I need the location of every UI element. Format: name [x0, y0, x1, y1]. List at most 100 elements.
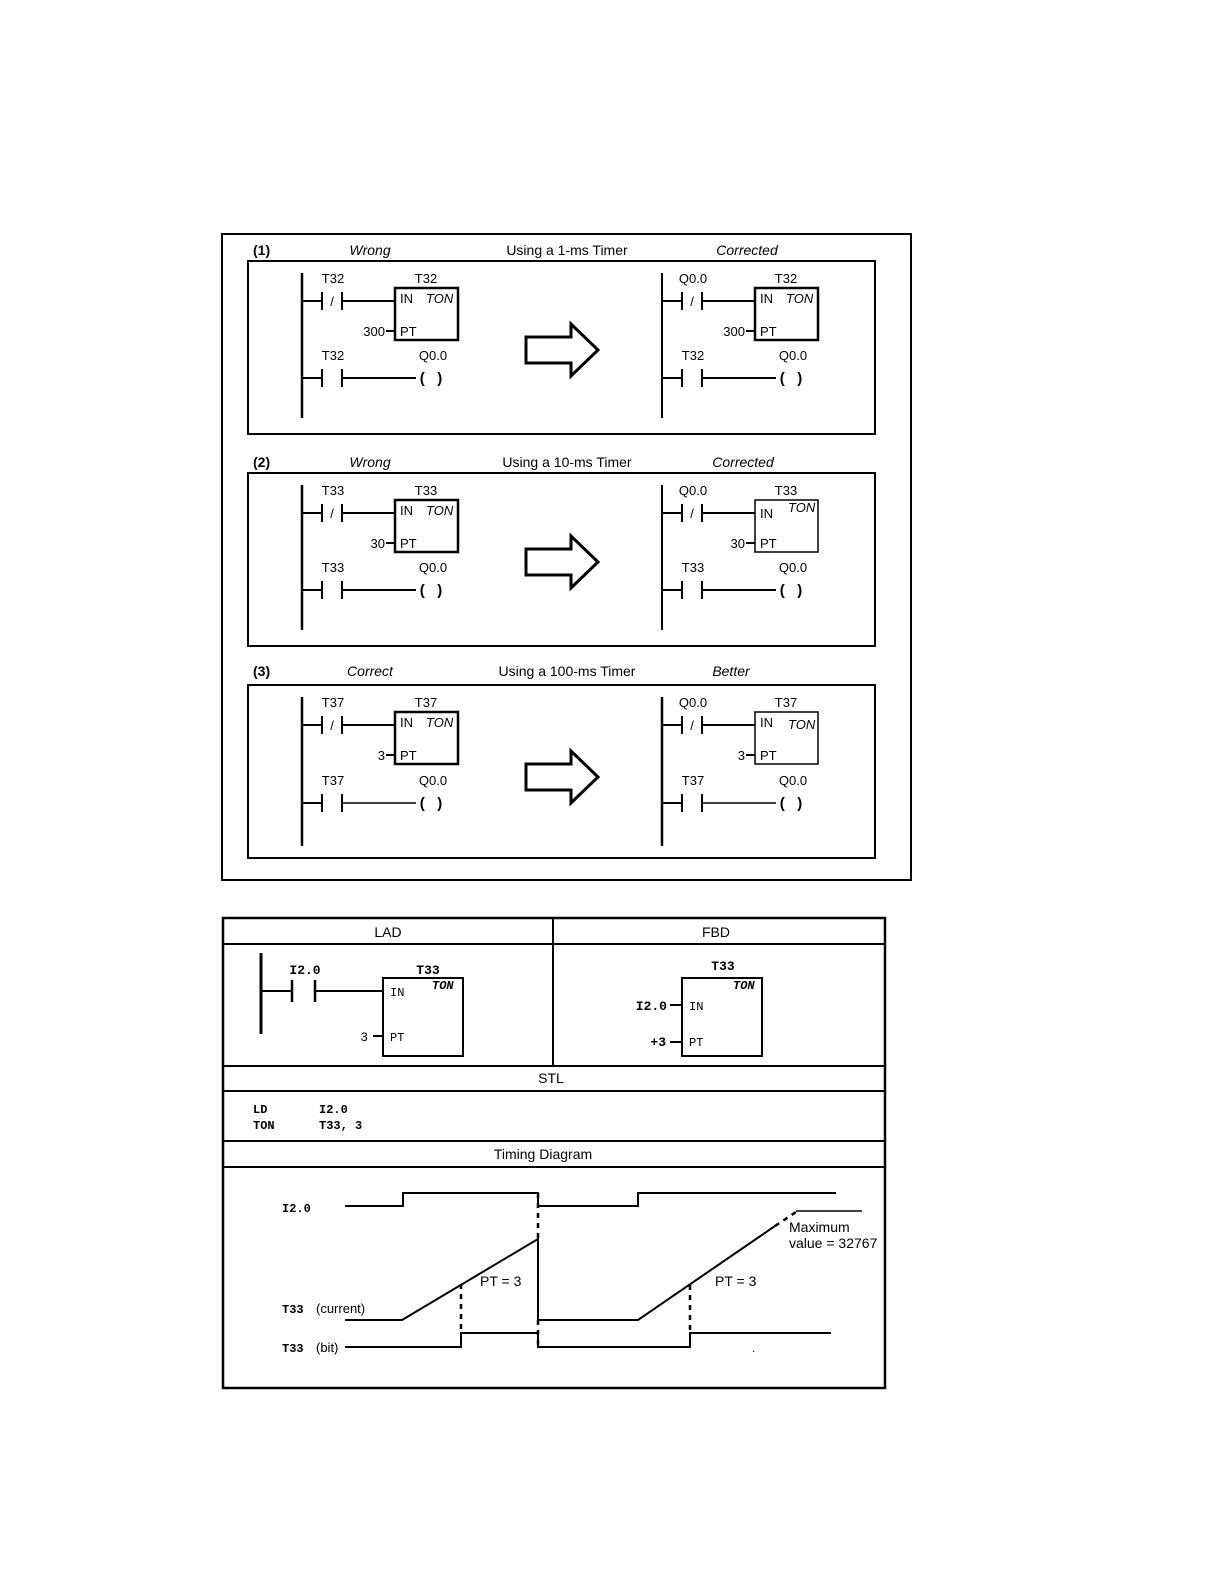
- timer-type: TON: [786, 291, 814, 306]
- right-ladder: / Q0.0 T37 IN TON PT 3 T37 ( ) Q0.0: [660, 695, 819, 846]
- arrow-icon: [524, 747, 601, 807]
- left-heading: Wrong: [349, 242, 390, 258]
- nc-contact-label: T32: [322, 271, 344, 286]
- center-heading: Using a 100-ms Timer: [499, 663, 636, 679]
- no-contact-label: T33: [322, 560, 344, 575]
- pt-value: +3: [650, 1035, 666, 1050]
- coil-label: Q0.0: [419, 560, 447, 575]
- nc-slash: /: [330, 294, 334, 309]
- timer-block: [393, 498, 460, 554]
- timer-pt: PT: [400, 324, 417, 339]
- bottom-table: LAD FBD STL Timing Diagram I2.0 T33 TON …: [221, 916, 887, 1390]
- panel-number: (2): [253, 454, 270, 470]
- pt-note-1: PT = 3: [480, 1273, 522, 1289]
- current-waveform: [345, 1225, 776, 1321]
- coil: ( ): [420, 370, 443, 387]
- center-heading: Using a 1-ms Timer: [506, 242, 628, 258]
- timer-block: [754, 711, 819, 765]
- nc-slash: /: [690, 294, 694, 309]
- timer-name: T33: [711, 959, 735, 974]
- panel-1: (1) Wrong Using a 1-ms Timer Corrected /…: [247, 242, 876, 435]
- bit-suffix: (bit): [316, 1340, 338, 1355]
- nc-slash: /: [330, 506, 334, 521]
- timer-name: T33: [415, 483, 437, 498]
- timer-pt: PT: [400, 748, 417, 763]
- timer-pt: PT: [760, 324, 777, 339]
- coil: ( ): [780, 795, 803, 812]
- stl-op: TON: [253, 1119, 275, 1133]
- timing-diagram: I2.0 T33 (current) Maximum value = 32767…: [282, 1192, 878, 1356]
- timer-pt: PT: [689, 1036, 703, 1050]
- timer-pt: PT: [760, 748, 777, 763]
- timer-name: T32: [415, 271, 437, 286]
- fbd-diagram: T33 TON IN PT I2.0 +3: [636, 959, 763, 1057]
- timer-pt: PT: [390, 1031, 404, 1045]
- left-heading: Wrong: [349, 454, 390, 470]
- left-ladder: / T37 T37 IN TON PT 3 T37 ( ) Q0.0: [300, 695, 460, 846]
- right-ladder: / Q0.0 T32 IN TON PT 300 T32 ( ) Q0.0: [661, 271, 820, 418]
- stl-arg: T33, 3: [319, 1119, 362, 1133]
- no-contact-label: T37: [682, 773, 704, 788]
- timer-block: [393, 286, 460, 342]
- timer-name: T37: [775, 695, 797, 710]
- coil-label: Q0.0: [779, 560, 807, 575]
- lad-diagram: I2.0 T33 TON IN PT 3: [259, 953, 464, 1057]
- nc-contact-label: Q0.0: [679, 271, 707, 286]
- pt-value: 3: [738, 748, 745, 763]
- coil-label: Q0.0: [419, 348, 447, 363]
- timer-in: IN: [400, 291, 413, 306]
- arrow-icon: [524, 532, 601, 592]
- timer-in: IN: [400, 715, 413, 730]
- timer-in: IN: [400, 503, 413, 518]
- no-contact-label: T32: [682, 348, 704, 363]
- timer-name: T37: [415, 695, 437, 710]
- timer-type: TON: [426, 715, 454, 730]
- input-waveform: [345, 1192, 836, 1207]
- timer-in: IN: [760, 715, 773, 730]
- pt-value: 3: [360, 1030, 368, 1045]
- pt-value: 30: [731, 536, 745, 551]
- timer-block: [753, 286, 820, 342]
- coil-label: Q0.0: [419, 773, 447, 788]
- arrow-icon: [524, 320, 601, 380]
- no-contact-label: T33: [682, 560, 704, 575]
- panel-number: (1): [253, 242, 270, 258]
- panel-box: [247, 260, 876, 435]
- timer-block: [681, 977, 763, 1057]
- nc-contact-label: Q0.0: [679, 695, 707, 710]
- right-ladder: / Q0.0 T33 IN TON PT 30 T33 ( ) Q0.0: [661, 483, 819, 630]
- max-label-1: Maximum: [789, 1219, 850, 1235]
- timer-type: TON: [733, 979, 755, 993]
- timer-type: TON: [788, 500, 816, 515]
- stl-code: LD I2.0 TON T33, 3: [253, 1103, 362, 1133]
- timing-header: Timing Diagram: [494, 1146, 592, 1162]
- panel-box: [247, 684, 876, 859]
- panel-3: (3) Correct Using a 100-ms Timer Better …: [247, 663, 876, 859]
- timer-block: [382, 977, 464, 1057]
- current-dashed-continuation: [774, 1210, 797, 1228]
- nc-contact-label: T37: [322, 695, 344, 710]
- pt-value: 300: [723, 324, 745, 339]
- panel-number: (3): [253, 663, 270, 679]
- timer-type: TON: [788, 717, 816, 732]
- coil: ( ): [780, 370, 803, 387]
- panel-2: (2) Wrong Using a 10-ms Timer Corrected …: [247, 454, 876, 647]
- pt-value: 30: [371, 536, 385, 551]
- timer-type: TON: [426, 291, 454, 306]
- max-label-2: value = 32767: [789, 1235, 878, 1251]
- timer-pt: PT: [760, 536, 777, 551]
- timer-block: [393, 710, 460, 766]
- no-contact-label: T32: [322, 348, 344, 363]
- stray-dot: .: [752, 1341, 755, 1355]
- stl-arg: I2.0: [319, 1103, 348, 1117]
- left-ladder: / T32 T32 IN TON PT 300 T32 ( ) Q0.0: [300, 271, 460, 418]
- timer-block: [754, 499, 819, 553]
- timer-name: T32: [775, 271, 797, 286]
- no-contact-label: T37: [322, 773, 344, 788]
- timer-type: TON: [432, 979, 454, 993]
- timer-in: IN: [760, 291, 773, 306]
- signal-label-current: T33: [282, 1303, 304, 1317]
- signal-label-bit: T33: [282, 1342, 304, 1356]
- in-value: I2.0: [636, 999, 667, 1014]
